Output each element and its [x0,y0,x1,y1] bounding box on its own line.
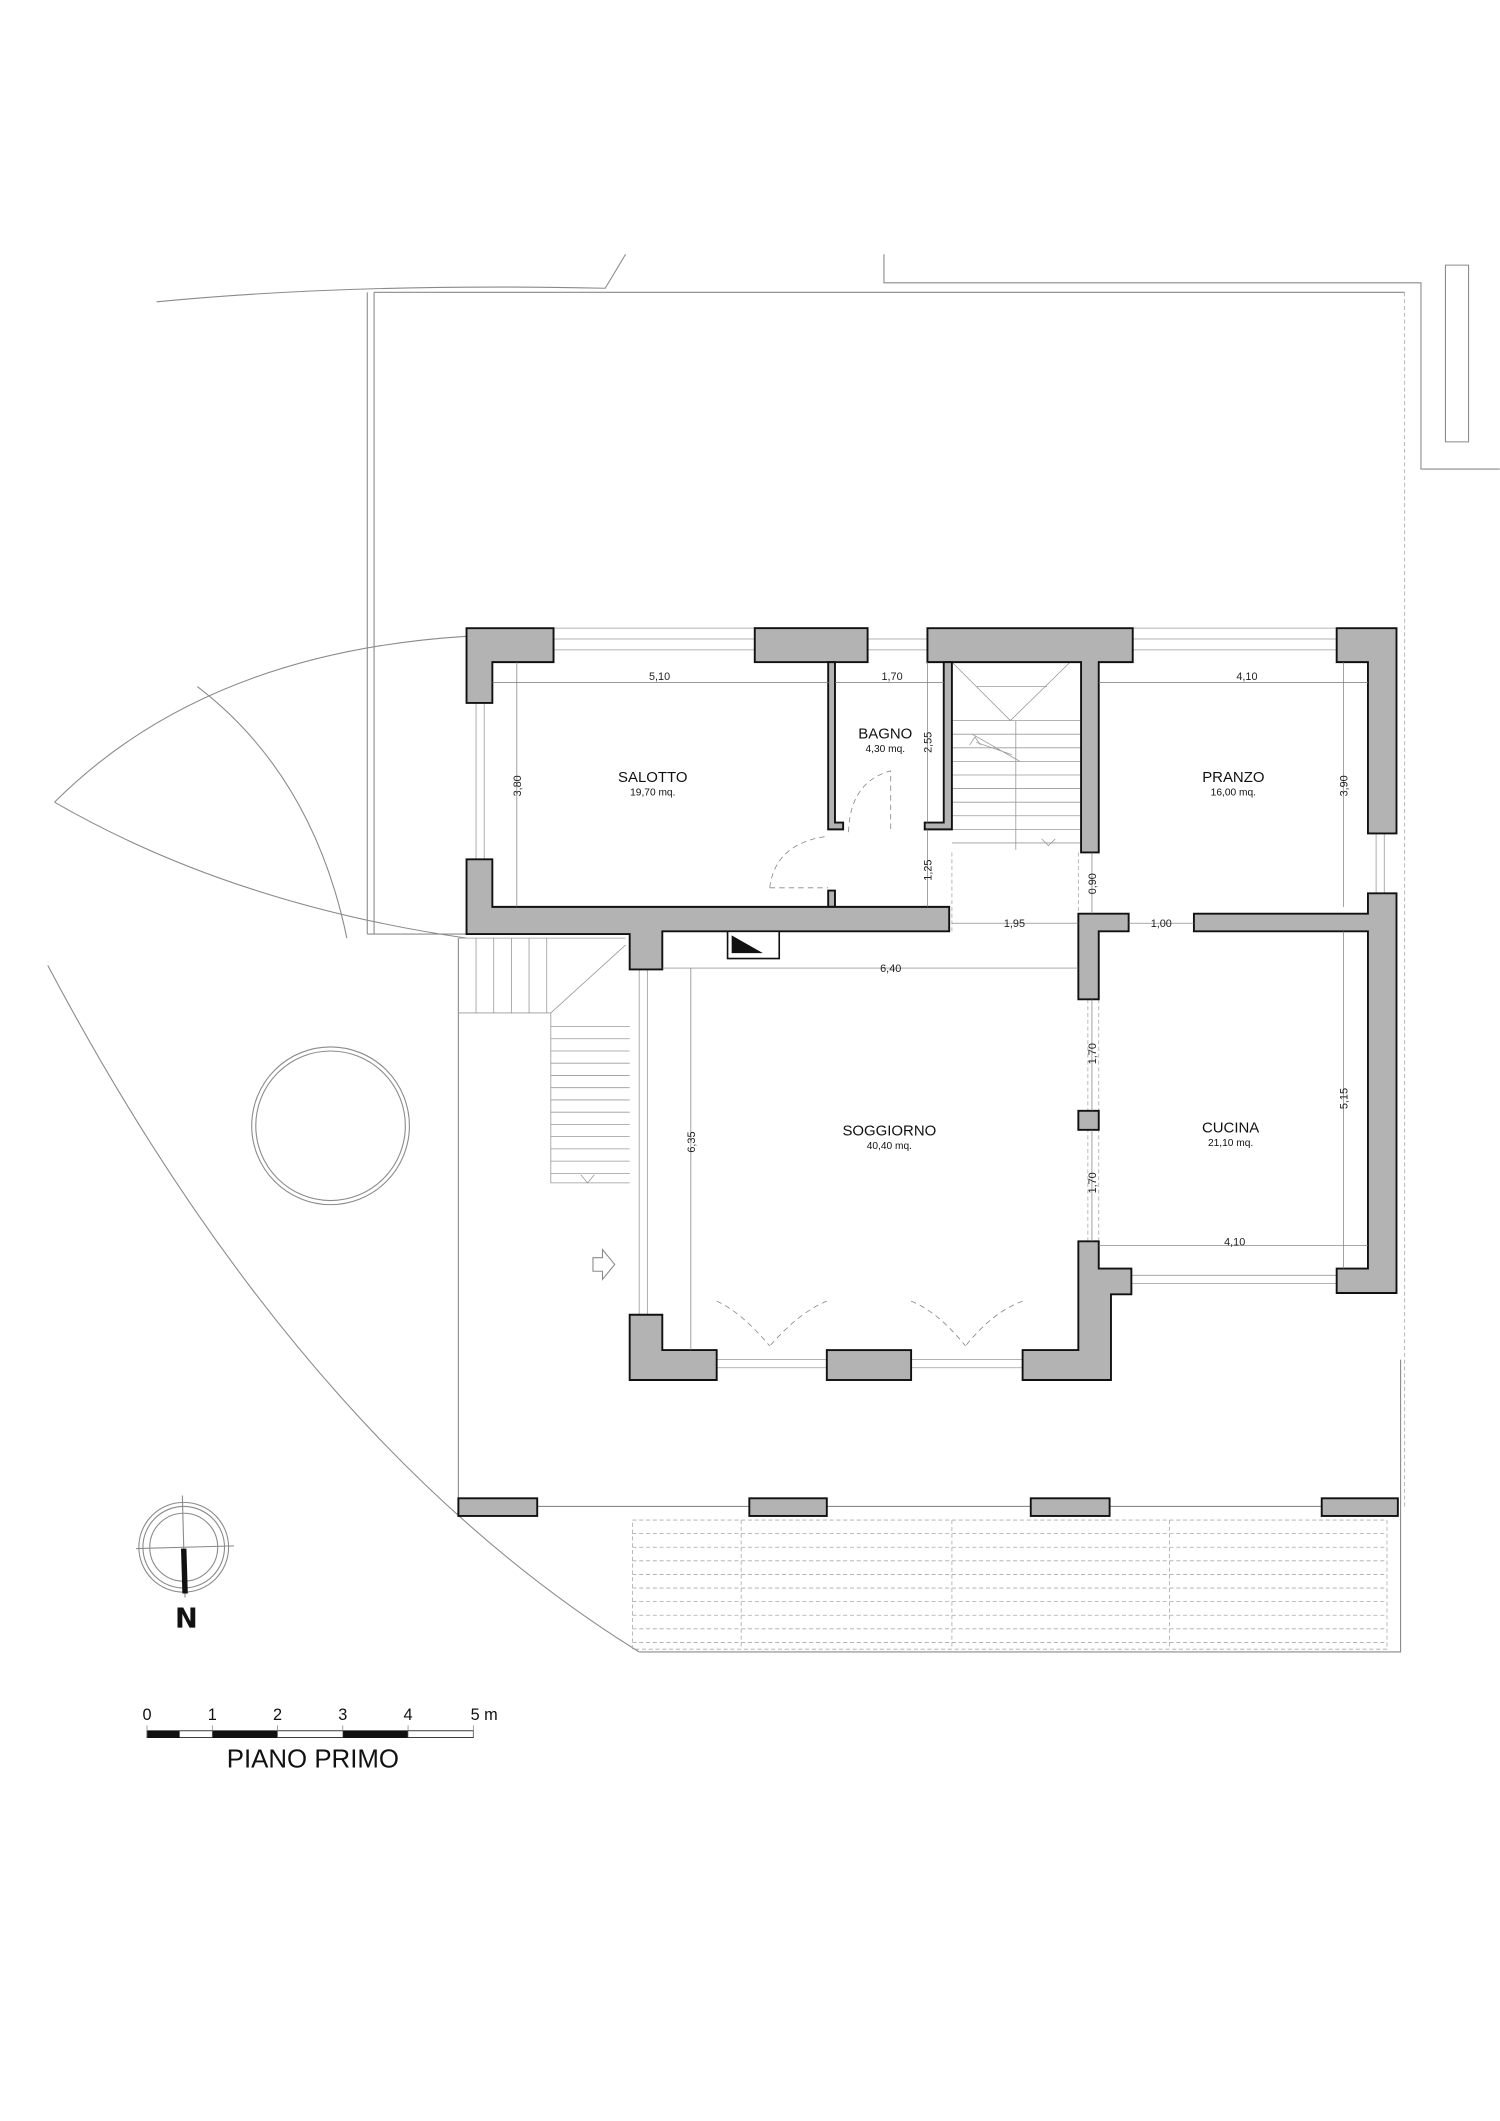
round-planter [251,1046,410,1206]
dim-soggiorno-depth: 6,35 [686,1132,698,1153]
dim-cucina-depth: 5,15 [1339,1088,1351,1109]
north-label: N [175,1603,198,1634]
site-lines [47,253,1500,1653]
dim-passage: 0,90 [1087,873,1099,894]
room-name-bagno: BAGNO [858,725,912,742]
room-area-salotto: 19,70 mq. [630,787,675,798]
dim-pranzo-depth: 3,90 [1339,775,1351,796]
room-name-cucina: CUCINA [1202,1120,1259,1137]
dim-opening-top: 1,70 [1087,1043,1099,1064]
drawing-title: PIANO PRIMO [227,1745,399,1773]
dim-opening-100: 1,00 [1151,918,1172,930]
dim-opening-195: 1,95 [1004,918,1025,930]
stair-down-arrow-icon [580,1174,595,1184]
scale-label-0: 0 [142,1706,151,1724]
room-name-soggiorno: SOGGIORNO [842,1122,936,1139]
scale-label-3: 3 [338,1706,347,1724]
dim-hall-depth: 1,25 [923,860,935,881]
scale-bar: 0 1 2 3 4 5 m [142,1706,498,1738]
entrance-arrow-icon [592,1247,616,1281]
dim-salotto-depth: 3,80 [512,775,524,796]
doors [716,770,1023,1347]
chimney [726,930,781,960]
scale-label-4: 4 [404,1706,413,1724]
stair-down-arrow-icon [1041,838,1056,847]
room-area-pranzo: 16,00 mq. [1211,787,1256,798]
room-area-soggiorno: 40,40 mq. [867,1141,912,1152]
room-area-bagno: 4,30 mq. [865,744,905,755]
dim-soggiorno-width: 6,40 [880,963,901,975]
dimension-lines [492,662,1368,1351]
exterior-staircase [458,937,630,1184]
dim-pranzo-width: 4,10 [1236,671,1257,683]
dim-salotto-width: 5,10 [649,671,670,683]
dim-bagno-width: 1,70 [882,671,903,683]
room-name-pranzo: PRANZO [1202,769,1264,786]
room-area-cucina: 21,10 mq. [1208,1138,1253,1149]
dim-opening-bottom: 1,70 [1087,1172,1099,1193]
scale-label-1: 1 [208,1706,217,1724]
walls [465,627,1398,1381]
dim-bagno-depth: 2,55 [923,732,935,753]
interior-staircase [951,661,1082,850]
room-name-salotto: SALOTTO [618,769,687,786]
scale-label-2: 2 [273,1706,282,1724]
scale-label-5: 5 m [471,1706,498,1724]
terrace [457,938,1399,1650]
dim-cucina-width: 4,10 [1224,1236,1245,1248]
north-arrow: N [136,1495,235,1634]
windows [475,627,1385,1369]
dimension-labels: 5,10 1,70 4,10 3,80 2,55 1,25 0,90 3,90 … [512,671,1351,1249]
stair-up-arrow-icon [969,736,981,746]
room-labels: SALOTTO 19,70 mq. BAGNO 4,30 mq. PRANZO … [618,725,1264,1152]
